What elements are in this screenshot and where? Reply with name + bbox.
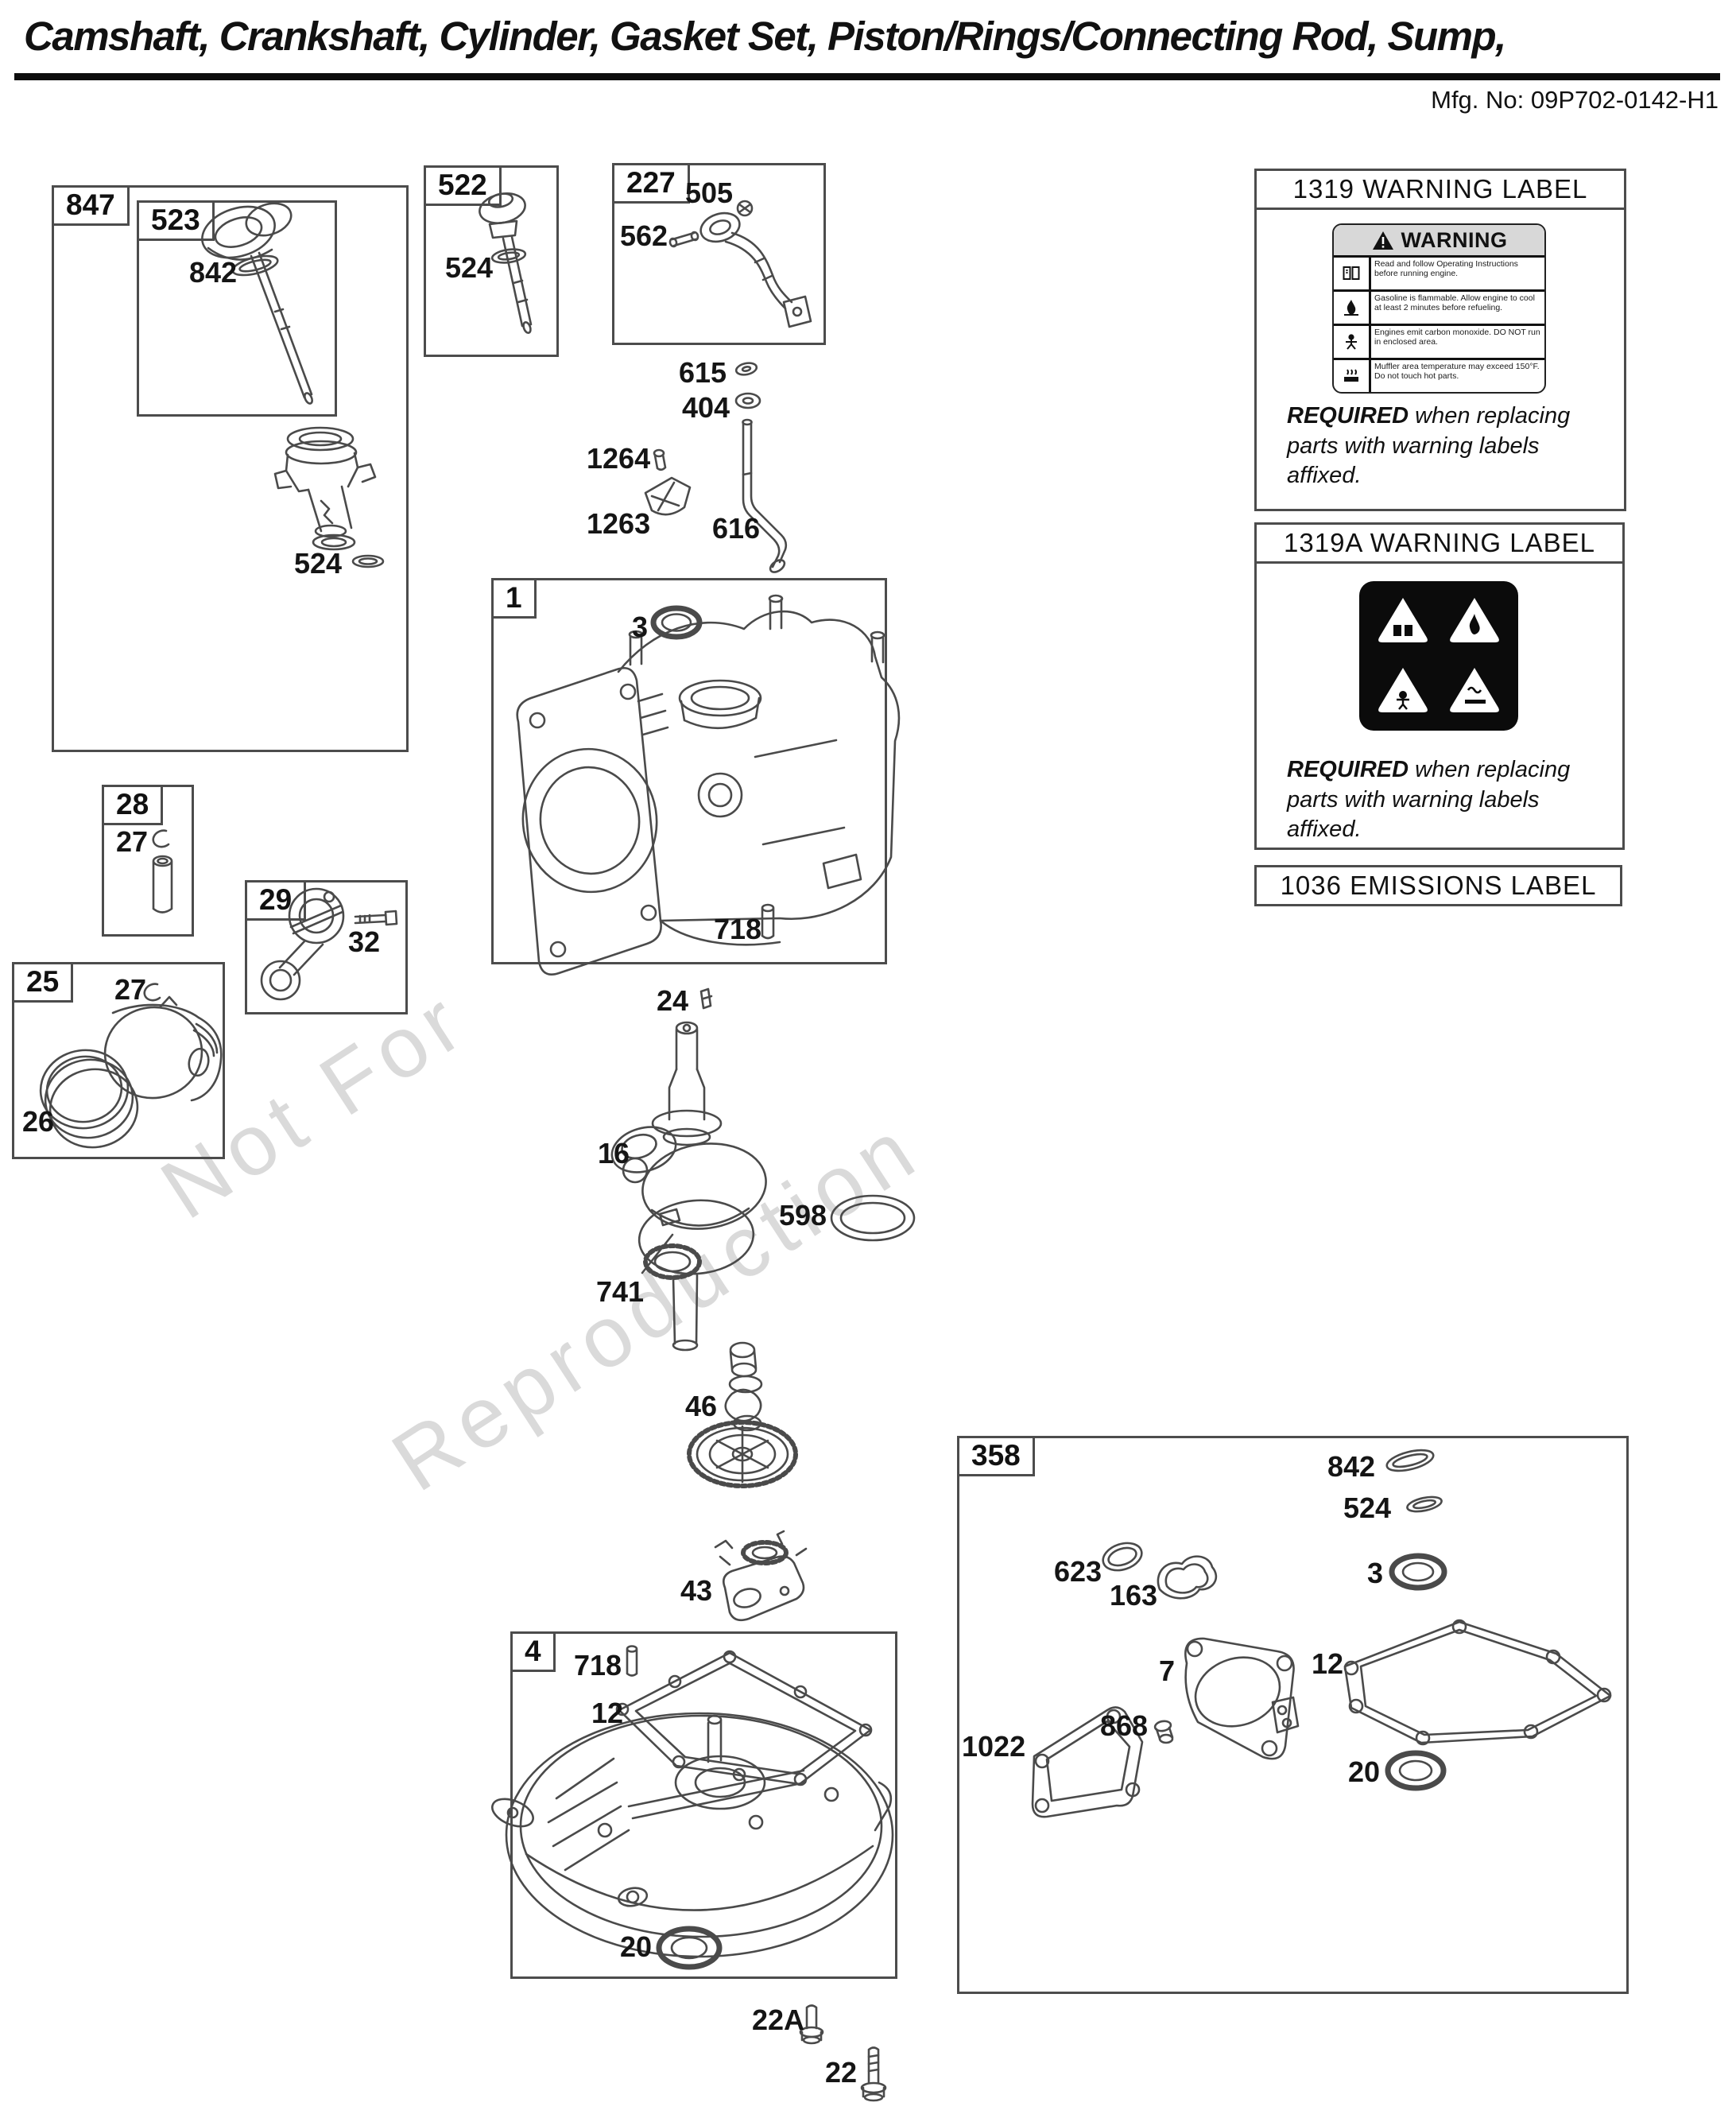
warning-row-text: Muffler area temperature may exceed 150°… (1374, 362, 1540, 381)
hot-surface-icon (1334, 360, 1371, 392)
warning-row: Read and follow Operating Instructions b… (1334, 255, 1544, 289)
part-label-3: 3 (1367, 1557, 1384, 1589)
group-box-tab: 1 (491, 578, 537, 619)
part-label-718: 718 (714, 913, 762, 945)
part-label-20: 20 (1348, 1755, 1381, 1788)
part-label-524: 524 (294, 547, 343, 580)
part-label-1263: 1263 (587, 507, 651, 540)
part-label-623: 623 (1054, 1555, 1102, 1588)
part-label-163: 163 (1110, 1579, 1158, 1612)
carbon-monoxide-icon (1334, 326, 1371, 358)
part-label-615: 615 (679, 356, 727, 389)
warning-row: Engines emit carbon monoxide. DO NOT run… (1334, 324, 1544, 358)
part-label-562: 562 (620, 219, 668, 252)
part-label-616: 616 (712, 512, 761, 545)
warning-row: Muffler area temperature may exceed 150°… (1334, 358, 1544, 392)
group-box-tab: 227 (612, 163, 690, 204)
group-box-tab: 25 (12, 962, 74, 1003)
warning-1319a-title: 1319A WARNING LABEL (1257, 525, 1622, 564)
part-label-7: 7 (1159, 1654, 1176, 1687)
warning-triangle-icon (1372, 231, 1393, 250)
warning-sticker-header: WARNING (1334, 225, 1544, 255)
group-box-tab: 4 (510, 1631, 556, 1672)
part-label-1264: 1264 (587, 442, 651, 475)
part-label-27: 27 (114, 973, 147, 1006)
part-label-22: 22 (825, 2056, 858, 2089)
group-box-227: 227 (612, 163, 826, 345)
part-label-868: 868 (1100, 1709, 1149, 1742)
part-label-27: 27 (116, 825, 149, 858)
part-label-26: 26 (22, 1105, 55, 1138)
warning-row-text: Engines emit carbon monoxide. DO NOT run… (1374, 328, 1540, 347)
page-title: Camshaft, Crankshaft, Cylinder, Gasket S… (24, 14, 1506, 59)
part-label-524: 524 (445, 251, 494, 284)
part-label-842: 842 (1327, 1450, 1376, 1483)
group-box-522: 522 (424, 165, 559, 357)
part-label-46: 46 (685, 1390, 718, 1422)
pictogram-label (1359, 581, 1518, 731)
operating-instructions-icon (1334, 258, 1371, 289)
group-box-tab: 28 (102, 785, 164, 825)
group-box-358: 358 (957, 1436, 1629, 1994)
part-label-505: 505 (685, 176, 734, 209)
group-box-tab: 522 (424, 165, 502, 206)
warning-1319-title: 1319 WARNING LABEL (1257, 171, 1624, 210)
group-box-25: 25 (12, 962, 225, 1159)
group-box-28: 28 (102, 785, 194, 937)
group-box-1: 1 (491, 578, 887, 964)
warning-row-text: Read and follow Operating Instructions b… (1374, 259, 1518, 278)
group-box-tab: 847 (52, 185, 130, 226)
required-rest: when replacing parts with warning labels… (1287, 757, 1571, 843)
part-label-3: 3 (632, 611, 649, 643)
warning-row: Gasoline is flammable. Allow engine to c… (1334, 289, 1544, 324)
part-label-842: 842 (189, 256, 238, 289)
part-label-718: 718 (574, 1649, 622, 1682)
required-note: REQUIRED when replacing parts with warni… (1287, 755, 1598, 845)
warning-row-text: Gasoline is flammable. Allow engine to c… (1374, 293, 1535, 312)
part-label-32: 32 (348, 925, 381, 958)
part-label-404: 404 (682, 391, 730, 424)
group-box-tab: 358 (957, 1436, 1035, 1476)
warning-sticker: WARNING Read and follow Operating Instru… (1332, 223, 1546, 394)
part-label-741: 741 (596, 1275, 645, 1308)
part-label-43: 43 (680, 1574, 713, 1607)
mfg-number: Mfg. No: 09P702-0142-H1 (1431, 86, 1719, 114)
warning-word: WARNING (1401, 227, 1508, 252)
emissions-label-panel: 1036 EMISSIONS LABEL (1254, 865, 1622, 906)
flammable-icon (1334, 292, 1371, 324)
part-label-524: 524 (1343, 1492, 1392, 1524)
emissions-title: 1036 EMISSIONS LABEL (1280, 871, 1597, 900)
group-box-847: 847 (52, 185, 409, 752)
required-word: REQUIRED (1287, 403, 1409, 429)
operating-instructions-triangle-icon (1378, 598, 1428, 642)
part-label-12: 12 (591, 1697, 624, 1729)
fire-triangle-icon (1450, 598, 1499, 642)
warning-label-1319-panel: 1319 WARNING LABEL WARNING Read and foll… (1254, 169, 1626, 511)
part-label-598: 598 (779, 1199, 827, 1232)
required-rest: when replacing parts with warning labels… (1287, 403, 1571, 489)
part-label-16: 16 (598, 1137, 630, 1170)
part-label-12: 12 (1312, 1647, 1344, 1680)
part-label-22A: 22A (752, 2004, 805, 2036)
part-label-20: 20 (620, 1930, 653, 1963)
part-label-24: 24 (657, 984, 689, 1017)
required-note: REQUIRED when replacing parts with warni… (1287, 401, 1600, 491)
part-label-1022: 1022 (962, 1730, 1026, 1763)
title-rule (14, 73, 1720, 80)
required-word: REQUIRED (1287, 757, 1409, 782)
hot-surface-triangle-icon (1450, 668, 1499, 712)
toxic-fumes-triangle-icon (1378, 668, 1428, 712)
warning-label-1319a-panel: 1319A WARNING LABEL REQUIRED when (1254, 522, 1625, 850)
group-box-523: 523 (137, 200, 337, 417)
